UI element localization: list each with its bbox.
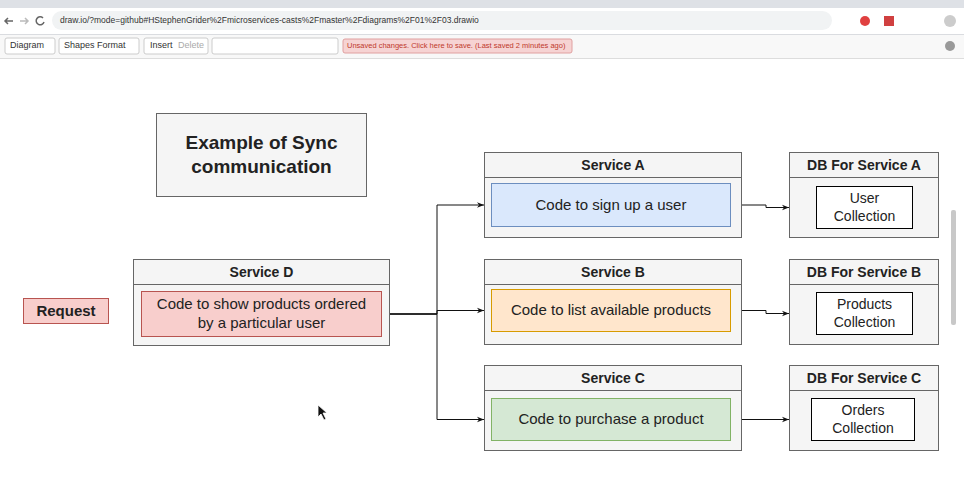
unsaved-banner-text: Unsaved changes. Click here to save. (La… [347,41,565,50]
toolbar-button [144,38,208,54]
arrow-connector [742,311,789,314]
extension-icon [860,16,870,26]
container-heading: Service A [485,153,741,178]
box-text: Code to sign up a user [536,196,687,215]
container-heading: DB For Service A [790,153,938,178]
mouse-cursor [318,405,327,420]
arrow-connector [742,419,789,420]
container-heading: Service C [485,366,741,391]
toolbar-button [59,38,139,54]
service-container: DB For Service C Orders Collection [789,365,939,451]
service-container: Service B Code to list available products [484,259,742,345]
box-text: User Collection [823,190,906,225]
box-text: Orders Collection [818,402,908,437]
process-box: User Collection [816,186,913,229]
process-box: Code to list available products [491,289,731,332]
unsaved-banner [343,39,572,53]
container-heading: DB For Service B [790,260,938,285]
nav-icons [5,17,44,25]
arrow-connector [742,205,789,208]
extension-icon [884,16,894,26]
profile-icon [944,15,956,27]
note-box: Example of Sync communication [156,113,367,197]
toolbar-button-text: Shapes [64,40,95,50]
toolbar-button-text: Insert [150,40,173,50]
toolbar-button-text: Format [97,40,126,50]
toolbar-button-text: Diagram [10,40,44,50]
container-heading: Service D [134,260,389,285]
toolbar-button [212,38,338,54]
arrow-connector [390,311,484,315]
container-heading: Service B [485,260,741,285]
box-text: Code to list available products [511,301,711,320]
service-container: DB For Service B Products Collection [789,259,939,345]
service-container: DB For Service A User Collection [789,152,939,238]
scrollbar [951,210,956,325]
process-box: Code to sign up a user [491,183,731,227]
arrow-connector [390,205,484,314]
box-text: Code to purchase a product [518,410,703,429]
reload-icon [36,17,44,25]
url-text: draw.io/?mode=github#HStephenGrider%2Fmi… [60,15,479,25]
toolbar-button-text: Delete [178,40,204,50]
process-box: Code to purchase a product [491,398,731,441]
note-box: Request [23,298,109,324]
box-text: Request [36,302,95,321]
process-box: Code to show products ordered by a parti… [141,291,382,337]
service-container: Service A Code to sign up a user [484,152,742,238]
user-icon [945,41,955,51]
box-text: Example of Sync communication [163,131,360,179]
service-container: Service C Code to purchase a product [484,365,742,451]
service-container: Service D Code to show products ordered b… [133,259,390,346]
process-box: Orders Collection [811,398,915,441]
toolbar-button [5,38,55,54]
process-box: Products Collection [816,292,913,335]
box-text: Products Collection [823,296,906,331]
container-heading: DB For Service C [790,366,938,391]
forward-arrow [20,18,28,24]
browser-tab-strip [0,0,964,8]
box-text: Code to show products ordered by a parti… [148,295,375,333]
arrow-connector [390,314,484,420]
back-arrow [5,18,13,24]
